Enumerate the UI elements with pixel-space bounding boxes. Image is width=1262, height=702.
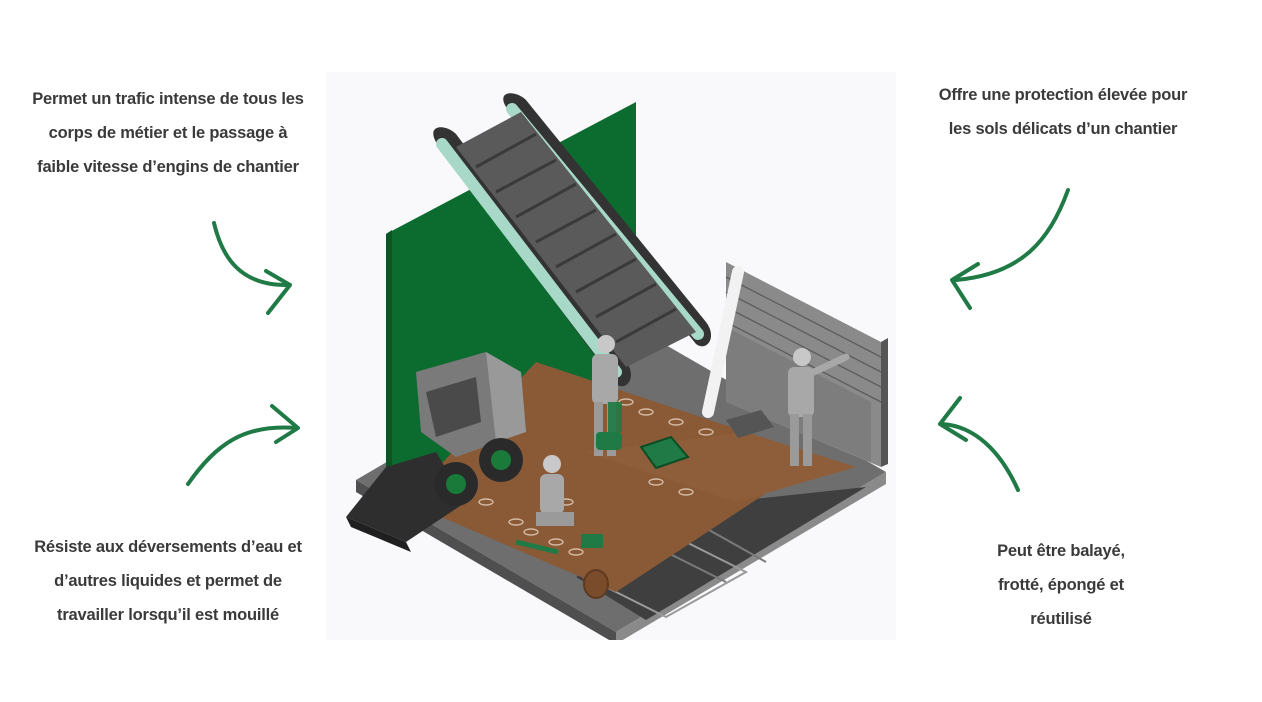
caption-bottom-left: Résiste aux déversements d’eau et d’autr… [18, 530, 318, 632]
escalator [433, 93, 712, 387]
skid-steer-loader [346, 352, 526, 552]
caption-line: frotté, épongé et [998, 576, 1124, 594]
curved-arrow-icon [950, 188, 1070, 310]
caption-line: travailler lorsqu’il est mouillé [57, 606, 279, 624]
caption-line: corps de métier et le passage à [48, 124, 288, 142]
worker-kneeling [536, 455, 603, 548]
caption-line: d’autres liquides et permet de [54, 572, 282, 590]
worker-wall [788, 348, 850, 466]
caption-line: réutilisé [1030, 610, 1092, 628]
caption-line: les sols délicats d’un chantier [948, 120, 1178, 138]
caption-top-right: Offre une protection élevée pour les sol… [918, 78, 1208, 146]
curved-arrow-icon [938, 396, 1020, 492]
construction-site-illustration [326, 72, 896, 640]
caption-line: Permet un trafic intense de tous les [32, 90, 304, 108]
caption-line: Résiste aux déversements d’eau et [34, 538, 302, 556]
caption-line: Peut être balayé, [997, 542, 1125, 560]
curved-arrow-icon [212, 221, 292, 315]
caption-line: Offre une protection élevée pour [938, 86, 1188, 104]
worker-standing [592, 335, 622, 456]
curved-arrow-icon [186, 404, 300, 486]
caption-bottom-right: Peut être balayé, frotté, épongé et réut… [956, 534, 1166, 636]
caption-top-left: Permet un trafic intense de tous les cor… [18, 82, 318, 184]
caption-line: faible vitesse d’engins de chantier [37, 158, 299, 176]
